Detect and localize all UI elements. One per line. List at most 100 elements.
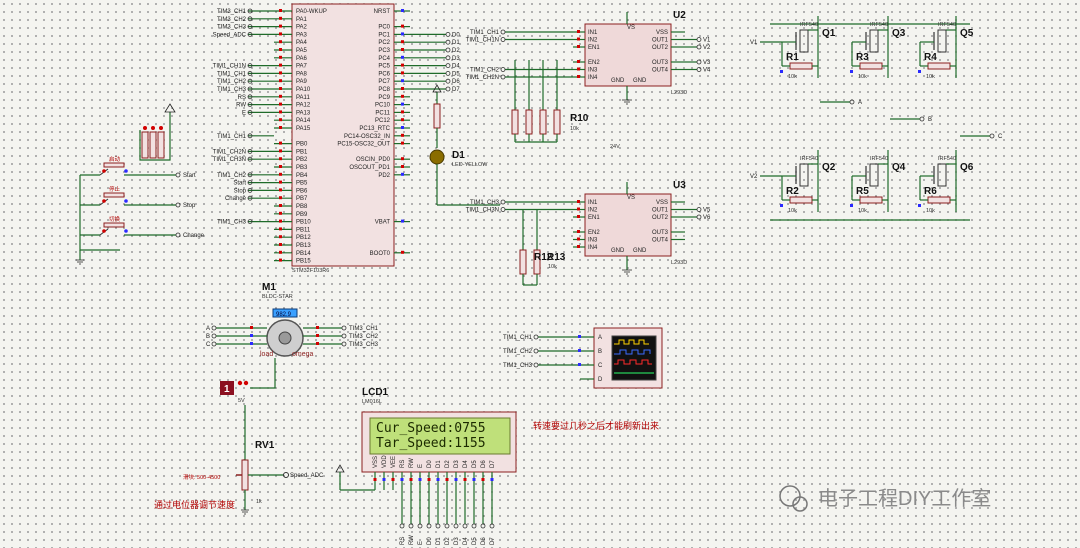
mcu-left-pin: PB4 (296, 173, 308, 179)
lcd-net: D7 (490, 537, 496, 545)
driver-gnd: GND (633, 248, 647, 254)
driver-out-net: V6 (703, 215, 711, 221)
net-terminal (696, 44, 702, 50)
mosfet-body (937, 29, 947, 53)
driver-body (584, 193, 672, 257)
power-5v-label: 1 (224, 384, 230, 395)
driver-u2: U2L293DVSIN1IN2EN1EN2IN3IN4VSSOUT1OUT2OU… (466, 10, 711, 105)
pin-state (279, 250, 282, 254)
phase-label: A (858, 100, 862, 106)
pin-state (279, 40, 282, 44)
pin-state (472, 478, 476, 481)
mcu-right-pin: VBAT (375, 220, 391, 226)
driver-gnd: GND (633, 78, 647, 84)
driver-pin: OUT2 (652, 45, 669, 51)
mcu-left-pin: PA11 (296, 95, 310, 101)
lcd-pin: D3 (454, 460, 460, 468)
driver-out-net: V2 (703, 45, 711, 51)
driver-pin: IN4 (588, 75, 598, 81)
power-icon (335, 464, 345, 473)
net-terminal (445, 47, 451, 53)
button-cap[interactable] (103, 192, 125, 198)
pin-state (250, 326, 253, 329)
driver-in-net: TIM1_CH1 (470, 30, 500, 36)
net-terminal (445, 71, 451, 76)
mcu-left-net: RS (238, 95, 246, 101)
lcd-pin: D2 (445, 460, 451, 468)
lcd-pin: RW (409, 458, 415, 468)
watermark-text: 电子工程DIY工作室 (818, 487, 991, 510)
net-terminal (989, 133, 995, 139)
gate-res-ref: R4 (924, 52, 937, 63)
mcu-left-pin: PA7 (296, 64, 308, 70)
driver-pin: OUT1 (652, 208, 669, 214)
mcu-right-pin: PC2 (378, 40, 390, 46)
mcu-left-pin: PA0-WKUP (296, 9, 327, 15)
pin-state (279, 118, 282, 122)
gnd-icon (622, 269, 632, 275)
pin-state (490, 478, 494, 481)
button-label: 停止 (109, 185, 121, 193)
mosfet-part: IRF540 (800, 22, 818, 28)
button-cap[interactable] (103, 222, 125, 228)
gate-resistor (859, 62, 883, 70)
mcu-left-net: TIM3_CH1 (217, 9, 247, 15)
pin-state (279, 149, 282, 153)
net-terminal (417, 523, 423, 529)
pin-state (409, 478, 413, 481)
net-terminal (247, 32, 253, 37)
mcu-left-net: Start (233, 181, 246, 187)
led-ref: D1 (452, 150, 465, 161)
net-terminal (500, 67, 506, 72)
mcu-right-pin: PC15-OSC32_OUT (337, 142, 390, 148)
mcu-right-net: D6 (452, 79, 460, 85)
mcu-ref: STM32F103R6 (292, 268, 329, 274)
mosfet-part: IRF540 (870, 156, 888, 162)
mcu-right-net: D0 (452, 32, 460, 38)
pin-state (279, 102, 282, 106)
button-net: Stop (183, 203, 196, 209)
net-terminal (445, 39, 451, 45)
driver-pin: EN2 (588, 230, 600, 236)
driver-gnd: GND (611, 248, 625, 254)
button-cap[interactable] (103, 162, 125, 168)
driver-out-net: V3 (703, 60, 711, 66)
lcd-net: RS (400, 537, 406, 545)
pin-state (401, 87, 404, 90)
lcd-line1: Cur_Speed:0755 (376, 421, 486, 436)
lcd-pin: D4 (463, 460, 469, 468)
net-terminal (341, 341, 347, 347)
pin-state (279, 126, 282, 129)
pin-state (401, 165, 404, 168)
mcu-left-pin: PB10 (296, 220, 311, 226)
pin-state (279, 48, 282, 51)
motor-readout: 982.9 (276, 312, 292, 318)
driver-part: L293D (671, 260, 687, 266)
gate-res-val: 10k (788, 208, 797, 214)
mcu-left-pin: PA8 (296, 71, 308, 77)
net-terminal (247, 63, 253, 68)
mosfet-ref: Q2 (822, 162, 836, 173)
pin-state (279, 110, 282, 114)
pin-state (577, 30, 580, 33)
gnd-icon (622, 99, 632, 105)
mcu-right-pin: PC8 (378, 87, 390, 93)
motor-load: load (260, 351, 273, 358)
net-terminal (341, 333, 347, 339)
pin-state (316, 342, 319, 345)
pin-state (279, 94, 282, 98)
pin-state (436, 478, 440, 481)
mcu-left-net: TIM1_CH1N (213, 64, 246, 70)
driver-pin: IN2 (588, 208, 598, 214)
lcd-net: E (418, 541, 424, 545)
driver-pin: IN3 (588, 238, 598, 244)
mcu-left-net: TIM1_CH2N (213, 149, 246, 155)
net-terminal (445, 55, 451, 61)
driver-ref: U2 (673, 10, 686, 21)
gate-res-ref: R1 (786, 52, 799, 63)
driver-u3: U3L293DVSIN1IN2EN1EN2IN3IN4VSSOUT1OUT2OU… (466, 180, 711, 275)
mcu-left-pin: PA13 (296, 110, 311, 116)
pin-state (578, 363, 581, 366)
mcu-right-pin: BOOT0 (370, 251, 391, 257)
